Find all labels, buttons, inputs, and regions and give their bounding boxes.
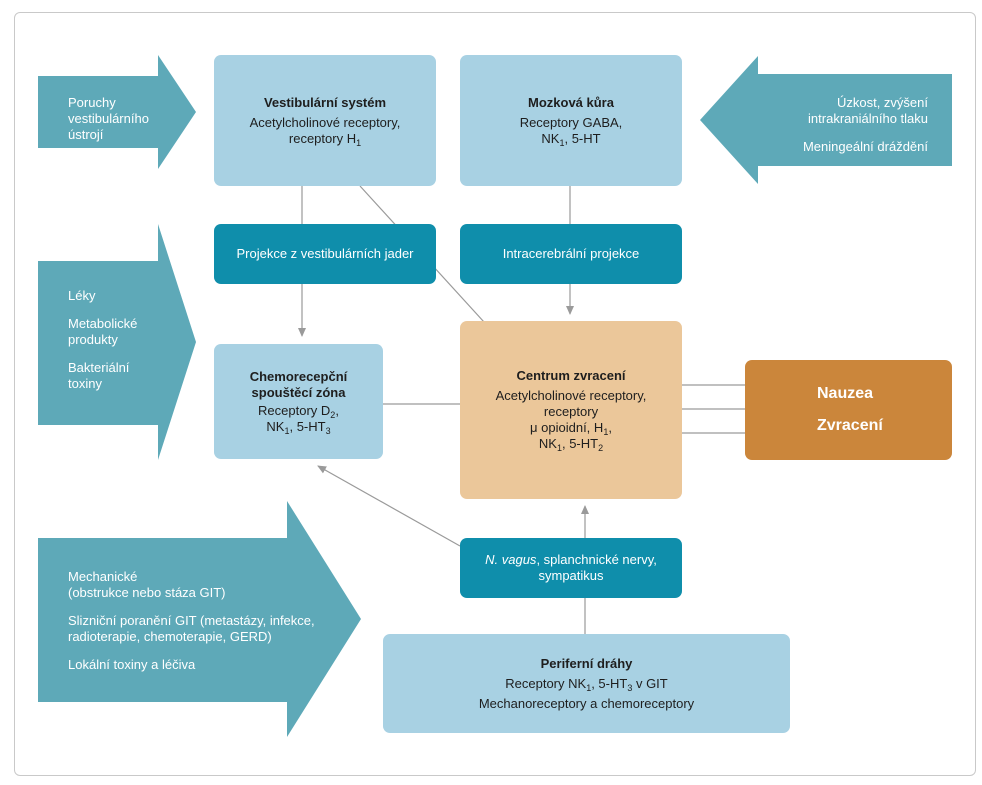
- cause-drugs: Léky: [68, 288, 96, 303]
- peripheral-pathways-box: Periferní dráhy Receptory NK1, 5-HT3 v G…: [383, 634, 790, 733]
- cause-meningeal: Meningeální dráždění: [802, 139, 928, 154]
- vestibular-title: Vestibulární systém: [263, 94, 387, 110]
- vomiting-label: Zvracení: [817, 417, 883, 434]
- gi-causes-text: Mechanické(obstrukce nebo stáza GIT) Sli…: [68, 569, 358, 685]
- arrow-anxiety-meningeal: [700, 56, 952, 184]
- cause-mechanical: Mechanické(obstrukce nebo stáza GIT): [68, 569, 226, 600]
- outcome-box: Nauzea Zvracení: [745, 360, 952, 460]
- arrow-gi-causes: [38, 501, 361, 737]
- cause-mucosal-injury: Slizniční poranění GIT (metastázy, infek…: [68, 613, 315, 644]
- peripheral-title: Periferní dráhy: [540, 655, 633, 671]
- connector-vagus-to-chemo: [317, 465, 461, 547]
- vestibular-system-box: Vestibulární systém Acetylcholinové rece…: [214, 55, 436, 186]
- vomiting-center-box: Centrum zvracení Acetylcholinové recepto…: [460, 321, 682, 499]
- arrow-drugs-toxins: [38, 224, 196, 460]
- vestibular-disorders-text: Poruchy vestibulárního ústrojí: [68, 95, 149, 142]
- cortex-title: Mozková kůra: [528, 94, 614, 110]
- vestibular-projection-box: Projekce z vestibulárních jader: [214, 224, 436, 284]
- diagram-frame: [14, 12, 976, 776]
- intracerebral-projection-box: Intracerebrální projekce: [460, 224, 682, 284]
- cause-local-toxins: Lokální toxiny a léčiva: [68, 657, 196, 672]
- vagus-nerves-box: N. vagus, splanchnické nervy, sympatikus: [460, 538, 682, 598]
- center-title: Centrum zvracení: [516, 368, 626, 383]
- cerebral-cortex-box: Mozková kůra Receptory GABA, NK1, 5-HT: [460, 55, 682, 186]
- arrow-vestibular-disorders: [38, 55, 196, 169]
- nausea-label: Nauzea: [817, 385, 874, 402]
